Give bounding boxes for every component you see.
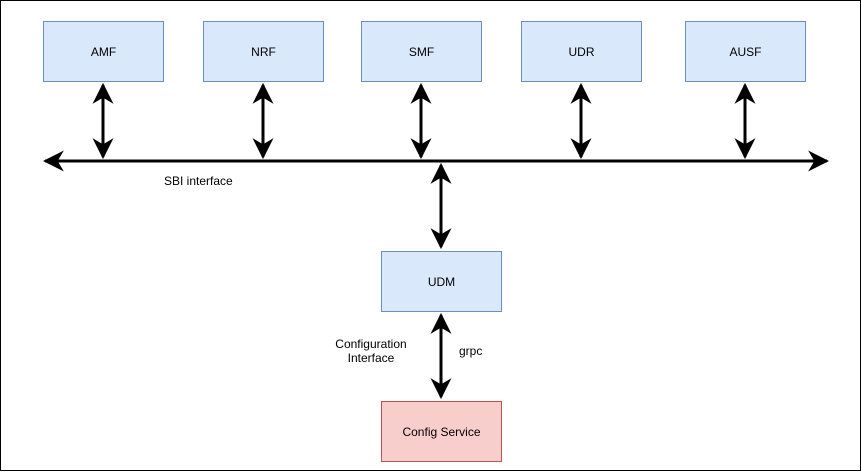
udr-node: UDR xyxy=(521,21,642,82)
config-service-node: Config Service xyxy=(381,401,502,462)
ausf-node: AUSF xyxy=(685,21,806,82)
configuration-interface-label-line1: Configuration xyxy=(335,337,407,351)
configuration-interface-label-line2: Interface xyxy=(347,351,395,365)
amf-node: AMF xyxy=(43,21,164,82)
grpc-label: grpc xyxy=(459,344,483,358)
udm-node: UDM xyxy=(381,251,502,312)
sbi-interface-label: SBI interface xyxy=(164,174,233,188)
configuration-interface-label: Configuration Interface xyxy=(331,337,411,365)
nrf-node: NRF xyxy=(203,21,324,82)
smf-node: SMF xyxy=(361,21,482,82)
